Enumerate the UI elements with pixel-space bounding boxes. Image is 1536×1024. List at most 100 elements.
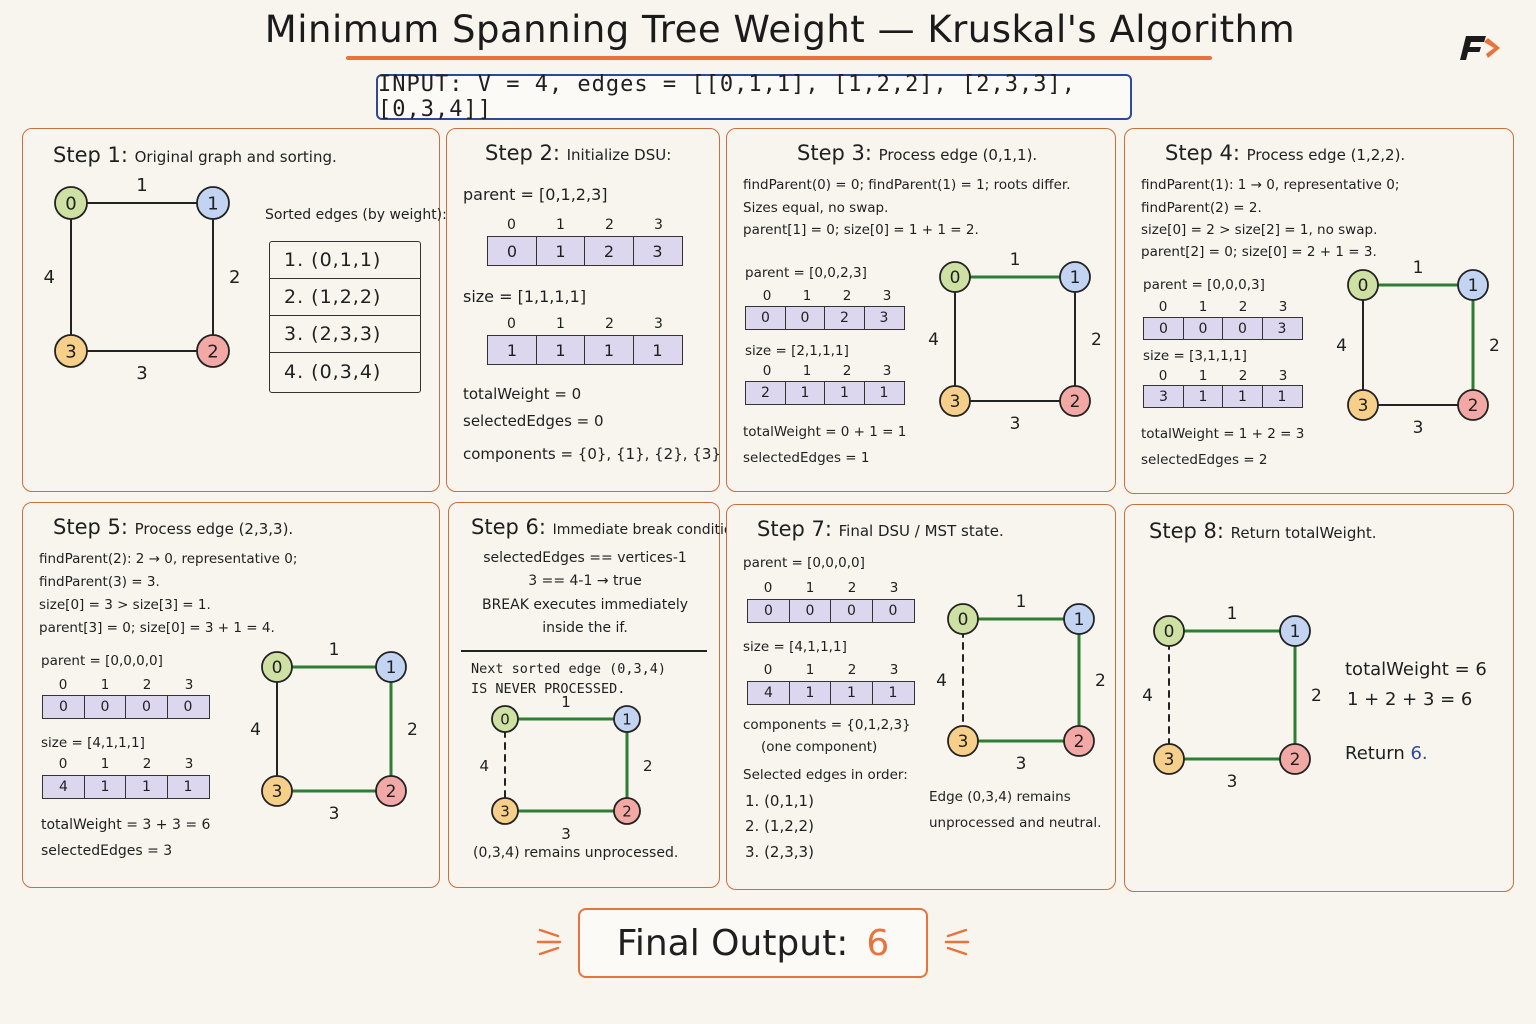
step-text-line: BREAK executes immediately <box>481 597 689 613</box>
edge-weight-label: 1 <box>561 693 571 711</box>
index-label: 3 <box>1278 299 1288 315</box>
node-2: 2 <box>1059 385 1091 417</box>
node-0: 0 <box>261 651 293 683</box>
index-label: 0 <box>1158 368 1168 384</box>
step-8-title: Step 8: Return totalWeight. <box>1149 519 1377 543</box>
size-label: size = [4,1,1,1] <box>743 639 847 655</box>
size-label: size = [2,1,1,1] <box>745 343 849 359</box>
index-label: 1 <box>556 316 565 332</box>
svg-text:2: 2 <box>1074 732 1085 752</box>
return-statement: Return 6. <box>1345 743 1428 764</box>
index-label: 2 <box>142 677 152 693</box>
edge-weight-label: 1 <box>1227 604 1238 624</box>
selected-edges: selectedEdges = 0 <box>463 412 604 430</box>
svg-text:1: 1 <box>1468 276 1479 296</box>
size-indices: 0 1 2 3 <box>1143 368 1303 384</box>
size-indices: 0 1 2 3 <box>487 316 683 332</box>
step-text-line: selectedEdges == vertices-1 <box>483 550 687 566</box>
step-text-line: Sizes equal, no swap. <box>743 200 889 216</box>
array-cell: 1 <box>125 775 168 799</box>
edge-weight-label: 1 <box>136 175 147 196</box>
unprocessed-note: (0,3,4) remains unprocessed. <box>473 845 679 861</box>
array-cell: 1 <box>83 775 127 799</box>
parent-indices: 0 1 2 3 <box>487 217 683 233</box>
components-note: (one component) <box>761 739 878 755</box>
size-array: 4 1 1 1 <box>42 775 210 799</box>
array-cell: 0 <box>487 236 537 266</box>
index-label: 3 <box>654 217 663 233</box>
step-text-line: parent[3] = 0; size[0] = 3 + 1 = 4. <box>39 620 275 636</box>
index-label: 2 <box>842 363 852 379</box>
brand-logo-icon <box>1460 36 1500 60</box>
total-weight: totalWeight = 3 + 3 = 6 <box>41 817 211 833</box>
node-2: 2 <box>1063 725 1095 757</box>
size-label: size = [4,1,1,1] <box>41 735 145 751</box>
step-text-line: parent[1] = 0; size[0] = 1 + 1 = 2. <box>743 222 979 238</box>
page-title: Minimum Spanning Tree Weight — Kruskal's… <box>264 8 1296 51</box>
step-text-line: findParent(2) = 2. <box>1141 200 1262 216</box>
svg-text:1: 1 <box>622 710 632 728</box>
index-label: 3 <box>882 363 892 379</box>
final-output-box: Final Output: 6 <box>578 908 928 978</box>
svg-text:0: 0 <box>65 193 76 214</box>
array-cell: 3 <box>1143 385 1184 408</box>
array-cell: 1 <box>166 775 210 799</box>
edge-weight-label: 2 <box>407 720 418 740</box>
components: components = {0}, {1}, {2}, {3} <box>463 445 721 463</box>
array-cell: 1 <box>487 335 537 365</box>
index-label: 2 <box>1238 299 1248 315</box>
index-label: 0 <box>58 756 68 772</box>
step-text-line: parent[2] = 0; size[0] = 2 + 1 = 3. <box>1141 244 1377 260</box>
index-label: 1 <box>802 288 812 304</box>
edge-weight-label: 2 <box>643 757 653 775</box>
array-cell: 0 <box>83 695 127 719</box>
total-weight: totalWeight = 0 + 1 = 1 <box>743 424 907 440</box>
index-label: 3 <box>889 580 899 596</box>
node-1: 1 <box>196 186 230 220</box>
sorted-edge-row: 4. (0,3,4) <box>284 360 382 383</box>
size-indices: 0 1 2 3 <box>42 756 210 772</box>
step-3-panel: Step 3: Process edge (0,1,1). findParent… <box>726 128 1116 492</box>
parent-array: 0 0 0 0 <box>747 599 915 623</box>
divider <box>461 650 707 652</box>
edge-weight-label: 3 <box>1010 414 1021 434</box>
return-value: 6. <box>1410 743 1428 764</box>
parent-indices: 0 1 2 3 <box>747 288 907 304</box>
node-2: 2 <box>375 775 407 807</box>
sorted-edge-row: 2. (1,2,2) <box>270 279 420 316</box>
edge-weight-label: 2 <box>1489 336 1500 356</box>
step-2-title: Step 2: Initialize DSU: <box>485 141 672 165</box>
array-cell: 0 <box>788 599 832 623</box>
array-cell: 0 <box>747 599 790 623</box>
svg-text:2: 2 <box>622 802 632 820</box>
index-label: 1 <box>556 217 565 233</box>
step-text-line: 3 == 4-1 → true <box>528 573 642 589</box>
svg-text:3: 3 <box>958 732 969 752</box>
edge-weight-label: 3 <box>329 804 340 824</box>
input-box: INPUT: V = 4, edges = [[0,1,1], [1,2,2],… <box>376 72 1132 122</box>
node-2: 2 <box>1457 389 1489 421</box>
edge-weight-label: 4 <box>44 267 55 288</box>
array-cell: 1 <box>1222 385 1263 408</box>
index-label: 1 <box>805 580 815 596</box>
node-3: 3 <box>261 775 293 807</box>
node-3: 3 <box>947 725 979 757</box>
index-label: 0 <box>58 677 68 693</box>
array-cell: 0 <box>125 695 168 719</box>
edge-weight-label: 3 <box>1016 754 1027 774</box>
array-cell: 4 <box>747 681 790 705</box>
step-3-title: Step 3: Process edge (0,1,1). <box>797 141 1038 165</box>
step-text-line: findParent(3) = 3. <box>39 574 160 590</box>
svg-text:0: 0 <box>958 610 969 630</box>
edge-weight-label: 4 <box>936 671 947 691</box>
array-cell: 0 <box>871 599 915 623</box>
parent-label: parent = [0,0,2,3] <box>745 265 867 281</box>
node-3: 3 <box>1347 389 1379 421</box>
